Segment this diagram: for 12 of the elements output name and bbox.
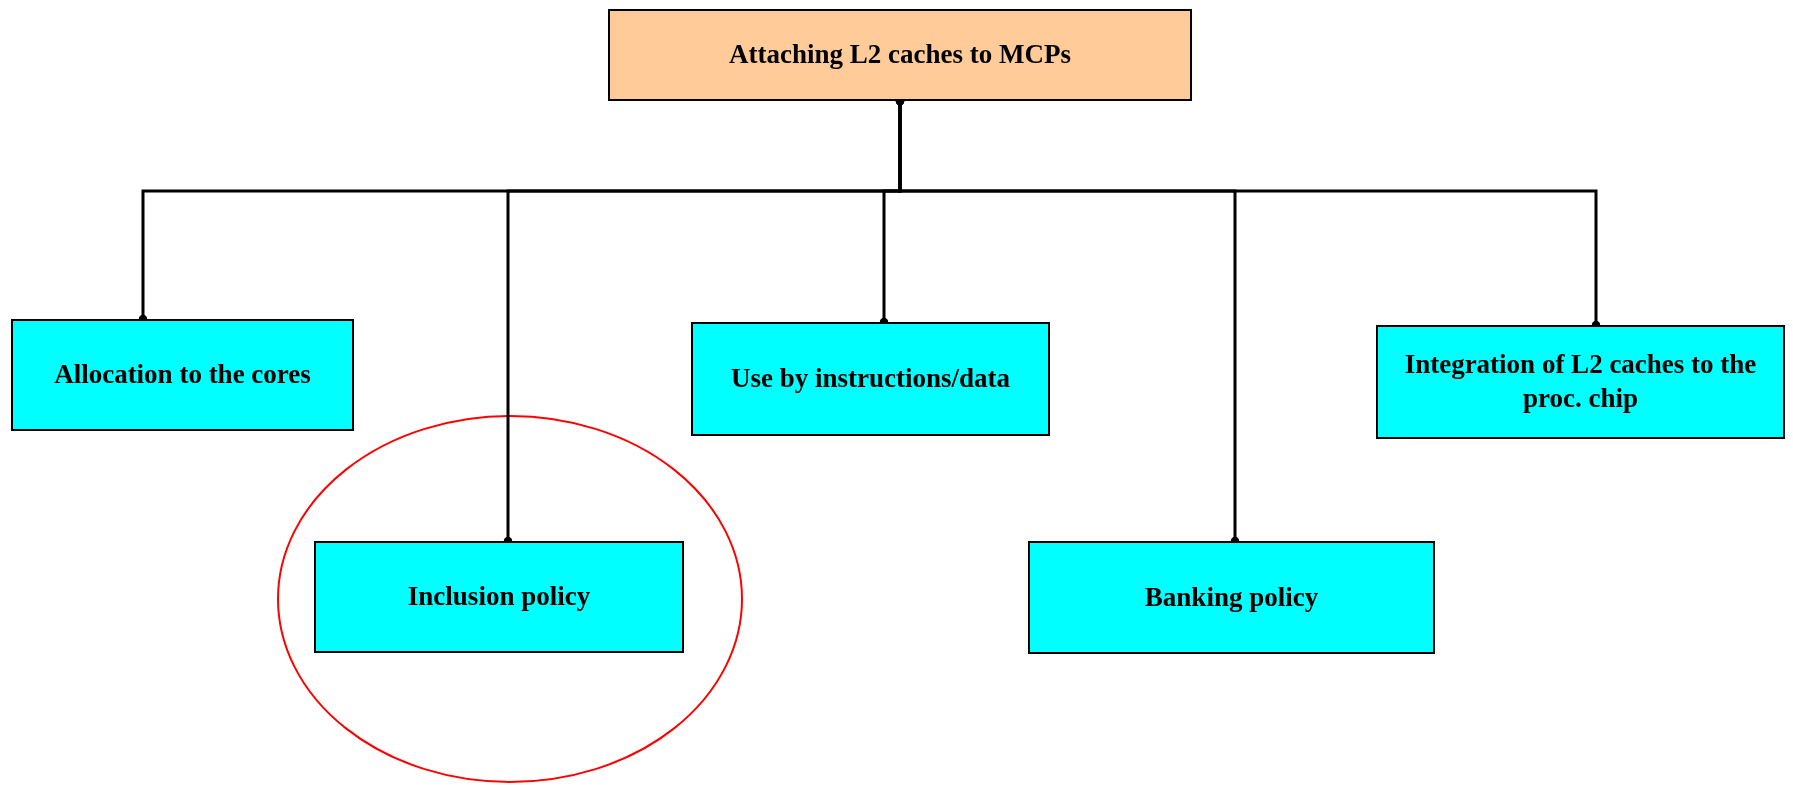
box-label: Allocation to the cores (54, 358, 311, 392)
title-box (608, 9, 1192, 101)
topic-box (691, 322, 1050, 436)
box-label: Attaching L2 caches to MCPs (729, 38, 1071, 72)
box-label: Inclusion policy (407, 580, 591, 614)
box-label: Use by instructions/data (731, 362, 1010, 396)
topic-box (314, 541, 684, 653)
box-label: Banking policy (1144, 580, 1319, 614)
topic-box (11, 319, 354, 431)
topic-box (1376, 325, 1785, 439)
box-label: Integration of L2 caches to the proc. chip (1403, 348, 1758, 415)
topic-box (1028, 541, 1435, 654)
